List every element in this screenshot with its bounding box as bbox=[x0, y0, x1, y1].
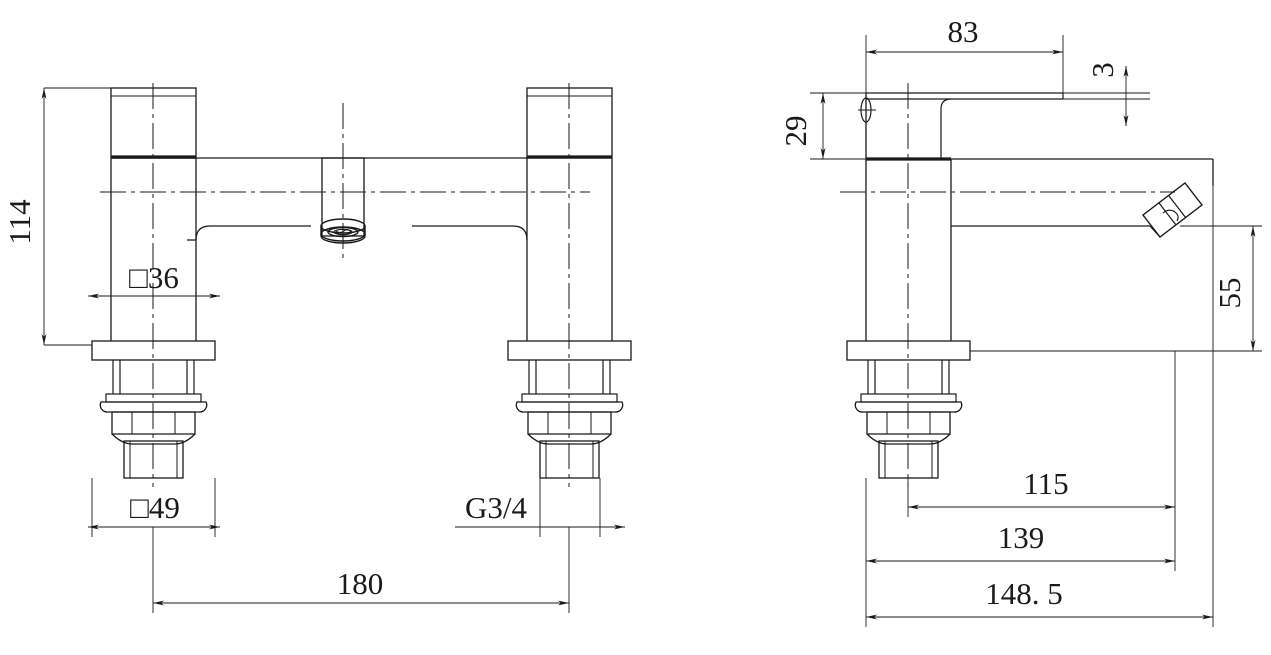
right-valve-body bbox=[526, 158, 613, 341]
dimension-labels: 114 □36 □49 G3/4 180 83 3 29 55 115 139 … bbox=[2, 14, 1247, 611]
dim-g34 bbox=[455, 478, 625, 537]
dim-label-36: □36 bbox=[129, 260, 179, 295]
dim-label-148-5: 148. 5 bbox=[985, 576, 1063, 611]
dim-148-5 bbox=[865, 186, 1214, 627]
front-view-dimensions bbox=[41, 87, 625, 613]
left-valve-body bbox=[110, 158, 197, 341]
dim-label-g34: G3/4 bbox=[465, 490, 528, 525]
side-lever-handle bbox=[858, 92, 1064, 159]
front-centrelines bbox=[100, 83, 590, 487]
dim-180 bbox=[152, 527, 570, 613]
front-view-geometry bbox=[91, 83, 632, 487]
dim-49 bbox=[88, 478, 220, 537]
dim-3 bbox=[1063, 66, 1150, 126]
dim-label-55: 55 bbox=[1212, 278, 1247, 309]
dim-115 bbox=[907, 351, 1176, 517]
dim-label-114: 114 bbox=[2, 199, 37, 245]
dim-label-115: 115 bbox=[1023, 466, 1068, 501]
dim-label-49: □49 bbox=[130, 490, 180, 525]
dim-29 bbox=[810, 92, 866, 160]
spout-crossbar bbox=[111, 157, 528, 241]
dim-83 bbox=[865, 35, 1064, 93]
side-mounting-hardware bbox=[854, 360, 963, 479]
side-view-geometry bbox=[840, 83, 1214, 487]
dim-label-180: 180 bbox=[337, 566, 384, 601]
dim-114 bbox=[41, 87, 111, 346]
side-centrelines bbox=[840, 83, 1175, 487]
dim-label-139: 139 bbox=[998, 520, 1045, 555]
side-view-dimensions bbox=[810, 35, 1262, 627]
side-spout-arm bbox=[951, 158, 1214, 227]
side-nozzle bbox=[1142, 182, 1203, 238]
dim-label-3: 3 bbox=[1085, 62, 1120, 78]
dim-label-29: 29 bbox=[778, 116, 813, 147]
dim-139 bbox=[865, 478, 1176, 571]
side-valve-body bbox=[865, 93, 952, 341]
dim-label-83: 83 bbox=[948, 14, 979, 49]
